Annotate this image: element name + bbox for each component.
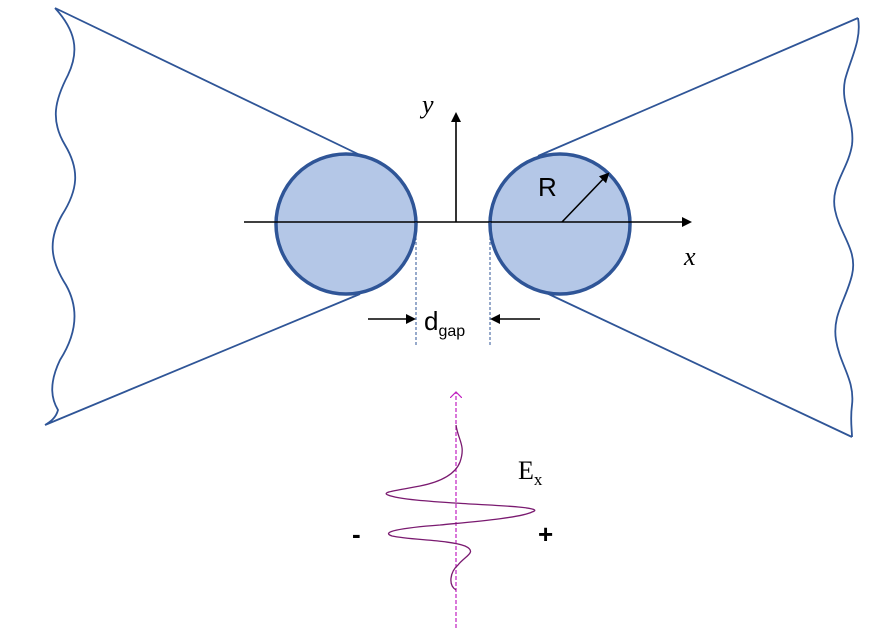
radius-arrow xyxy=(561,172,610,223)
x-axis-label: x xyxy=(683,242,696,271)
left-sphere xyxy=(274,152,418,296)
plus-label: + xyxy=(538,519,553,549)
y-axis-label: y xyxy=(419,90,434,119)
left-tip-outline xyxy=(44,7,361,426)
minus-label: - xyxy=(352,519,361,549)
right-sphere xyxy=(488,152,632,296)
field-label: Ex xyxy=(518,456,543,489)
right-tip-outline xyxy=(537,17,860,438)
field-label-subscript: x xyxy=(534,470,543,489)
gap-label-subscript: gap xyxy=(438,323,465,340)
field-pulse-waveform xyxy=(385,424,536,591)
gap-label: dgap xyxy=(424,306,465,340)
radius-label: R xyxy=(538,172,557,202)
